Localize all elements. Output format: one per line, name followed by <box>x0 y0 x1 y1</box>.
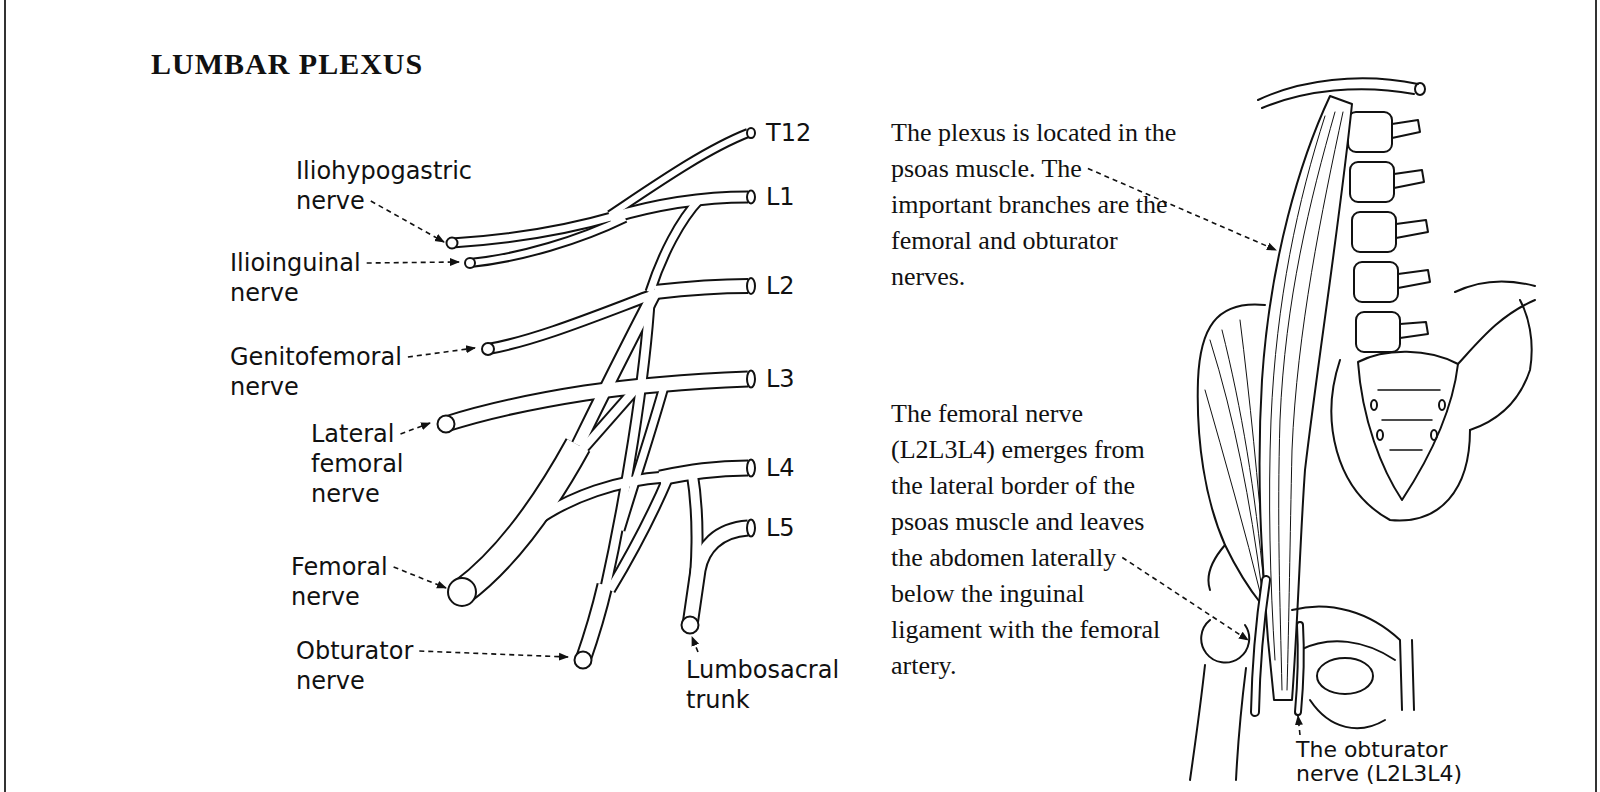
nerve-end <box>448 578 476 606</box>
sacral-foramen <box>1377 430 1383 440</box>
nerve-outline <box>583 585 605 660</box>
nerve-fill <box>470 218 625 263</box>
pelvic-ring <box>1332 360 1470 520</box>
nerve-outline <box>650 199 700 292</box>
transverse-process <box>1392 120 1430 338</box>
hip-outline <box>1190 545 1249 780</box>
leader-line <box>419 651 568 657</box>
root-label: L1 <box>766 182 795 212</box>
root-label: L4 <box>766 453 795 483</box>
note-text: The plexus is located in the psoas muscl… <box>891 115 1181 295</box>
frame-line <box>1595 0 1597 792</box>
root-end <box>747 128 755 138</box>
nerve-label: Obturator nerve <box>296 636 413 696</box>
root-end <box>747 371 755 388</box>
leader-line <box>401 423 431 434</box>
nerve-end <box>447 238 458 249</box>
leader-line <box>367 262 459 263</box>
iliacus-fibres <box>1205 320 1265 600</box>
nerve-label: Genitofemoral nerve <box>230 342 402 402</box>
obturator-nerve-outline <box>1298 625 1301 712</box>
femoral-nerve-fill <box>1255 580 1266 712</box>
note-text: The femoral nerve (L2L3L4) emerges from … <box>891 396 1181 684</box>
root-end <box>747 460 755 477</box>
nerve-end <box>438 416 455 433</box>
nerve-end <box>482 343 494 355</box>
left-ilium <box>1198 304 1265 605</box>
nerve-fill <box>610 197 748 218</box>
nerve-label: Lateral femoral nerve <box>311 419 404 509</box>
vertebra <box>1354 262 1398 302</box>
root-label: T12 <box>766 118 811 148</box>
nerve-label: The obturator nerve (L2L3L4) <box>1296 738 1496 786</box>
nerve-fill <box>583 585 605 660</box>
nerve-end <box>465 258 475 268</box>
vertebra <box>1352 212 1396 252</box>
vertebra <box>1356 312 1400 352</box>
nerve-fill <box>610 478 668 590</box>
obturator-nerve-fill <box>1298 625 1301 712</box>
root-end <box>747 278 755 294</box>
leader-line <box>692 637 698 652</box>
nerve-label: Lumbosacral trunk <box>686 655 839 715</box>
leader-line <box>394 567 446 588</box>
root-label: L2 <box>766 271 795 301</box>
psoas-muscle <box>1260 96 1352 700</box>
sacrum <box>1358 352 1458 500</box>
pubic-rami <box>1292 607 1414 729</box>
leader-line <box>1298 716 1300 735</box>
nerve-fill <box>446 379 748 424</box>
vertebra <box>1350 162 1394 202</box>
nerve-fill <box>452 216 615 243</box>
nerve-label: Femoral nerve <box>291 552 388 612</box>
nerve-outline <box>660 468 748 478</box>
nerve-label: Iliohypogastric nerve <box>296 156 472 216</box>
nerve-label: Ilioinguinal nerve <box>230 248 361 308</box>
nerve-fill <box>650 199 700 292</box>
nerve-fill <box>462 445 578 592</box>
sacral-foramen <box>1431 430 1437 440</box>
nerve-outline <box>655 286 748 292</box>
nerve-fill <box>690 528 748 625</box>
rib-end <box>1415 83 1425 95</box>
nerve-end <box>575 652 592 669</box>
sacral-foramen <box>1439 400 1445 410</box>
root-label: L3 <box>766 364 795 394</box>
nerve-outline <box>462 445 578 592</box>
sacral-ridges <box>1378 390 1440 450</box>
root-end <box>747 520 755 537</box>
vertebra <box>1348 112 1392 152</box>
nerve-fill <box>660 468 748 478</box>
leader-line <box>371 201 444 242</box>
frame-line <box>4 0 6 792</box>
root-label: L5 <box>766 513 795 543</box>
obturator-foramen <box>1317 658 1373 694</box>
nerve-fill <box>655 286 748 292</box>
root-end <box>747 191 755 204</box>
sacral-foramen <box>1371 400 1377 410</box>
femoral-nerve-outline <box>1255 580 1266 712</box>
leader-line <box>408 348 475 357</box>
diagram-title: LUMBAR PLEXUS <box>151 46 423 82</box>
nerve-fill <box>605 295 650 590</box>
nerve-end <box>682 617 699 634</box>
right-ilium <box>1455 281 1535 430</box>
